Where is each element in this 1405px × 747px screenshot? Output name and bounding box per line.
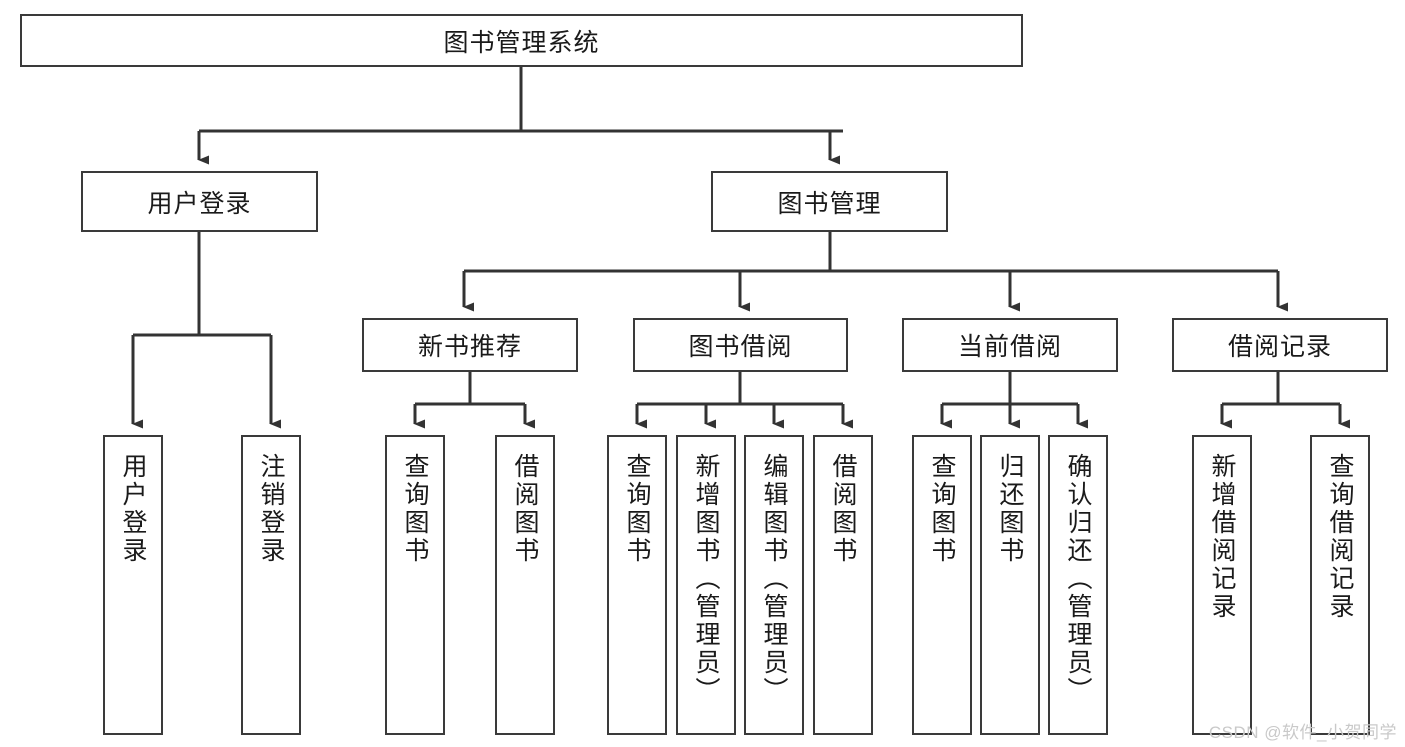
node-user-login[interactable]: 用户登录: [81, 171, 318, 232]
leaf-return-book-label: 归还图书: [996, 453, 1024, 565]
leaf-return-book[interactable]: 归还图书: [980, 435, 1040, 735]
node-current-borrow[interactable]: 当前借阅: [902, 318, 1118, 372]
node-new-book-rec[interactable]: 新书推荐: [362, 318, 578, 372]
node-book-borrow-label: 图书借阅: [688, 333, 793, 361]
leaf-borrow-book-1-label: 借阅图书: [511, 453, 539, 565]
leaf-confirm-return[interactable]: 确认归还（管理员）: [1048, 435, 1108, 735]
leaf-borrow-book-2[interactable]: 借阅图书: [813, 435, 873, 735]
leaf-user-login-label: 用户登录: [119, 453, 147, 565]
leaf-query-book-2-label: 查询图书: [623, 453, 651, 565]
node-root[interactable]: 图书管理系统: [20, 14, 1023, 67]
leaf-add-record-label: 新增借阅记录: [1208, 453, 1236, 621]
node-new-book-rec-label: 新书推荐: [417, 333, 522, 361]
leaf-query-book-1-label: 查询图书: [401, 453, 429, 565]
leaf-query-book-3-label: 查询图书: [928, 453, 956, 565]
node-book-manage-label: 图书管理: [777, 189, 882, 218]
leaf-add-book[interactable]: 新增图书（管理员）: [676, 435, 736, 735]
csdn-watermark: CSDN @软件_小贺同学: [1208, 723, 1397, 742]
leaf-query-record[interactable]: 查询借阅记录: [1310, 435, 1370, 735]
leaf-add-record[interactable]: 新增借阅记录: [1192, 435, 1252, 735]
leaf-borrow-book-2-label: 借阅图书: [829, 453, 857, 565]
leaf-query-book-3[interactable]: 查询图书: [912, 435, 972, 735]
node-user-login-label: 用户登录: [147, 189, 252, 218]
node-root-label: 图书管理系统: [443, 28, 600, 57]
leaf-add-book-label: 新增图书（管理员）: [692, 453, 720, 705]
node-book-borrow[interactable]: 图书借阅: [633, 318, 848, 372]
leaf-confirm-return-label: 确认归还（管理员）: [1064, 453, 1092, 705]
node-borrow-record[interactable]: 借阅记录: [1172, 318, 1388, 372]
node-book-manage[interactable]: 图书管理: [711, 171, 948, 232]
leaf-user-logout[interactable]: 注销登录: [241, 435, 301, 735]
leaf-query-book-2[interactable]: 查询图书: [607, 435, 667, 735]
leaf-edit-book-label: 编辑图书（管理员）: [760, 453, 788, 705]
leaf-edit-book[interactable]: 编辑图书（管理员）: [744, 435, 804, 735]
leaf-user-logout-label: 注销登录: [257, 453, 285, 565]
node-current-borrow-label: 当前借阅: [957, 333, 1062, 361]
leaf-query-record-label: 查询借阅记录: [1326, 453, 1354, 621]
leaf-borrow-book-1[interactable]: 借阅图书: [495, 435, 555, 735]
leaf-user-login[interactable]: 用户登录: [103, 435, 163, 735]
leaf-query-book-1[interactable]: 查询图书: [385, 435, 445, 735]
node-borrow-record-label: 借阅记录: [1227, 333, 1332, 361]
